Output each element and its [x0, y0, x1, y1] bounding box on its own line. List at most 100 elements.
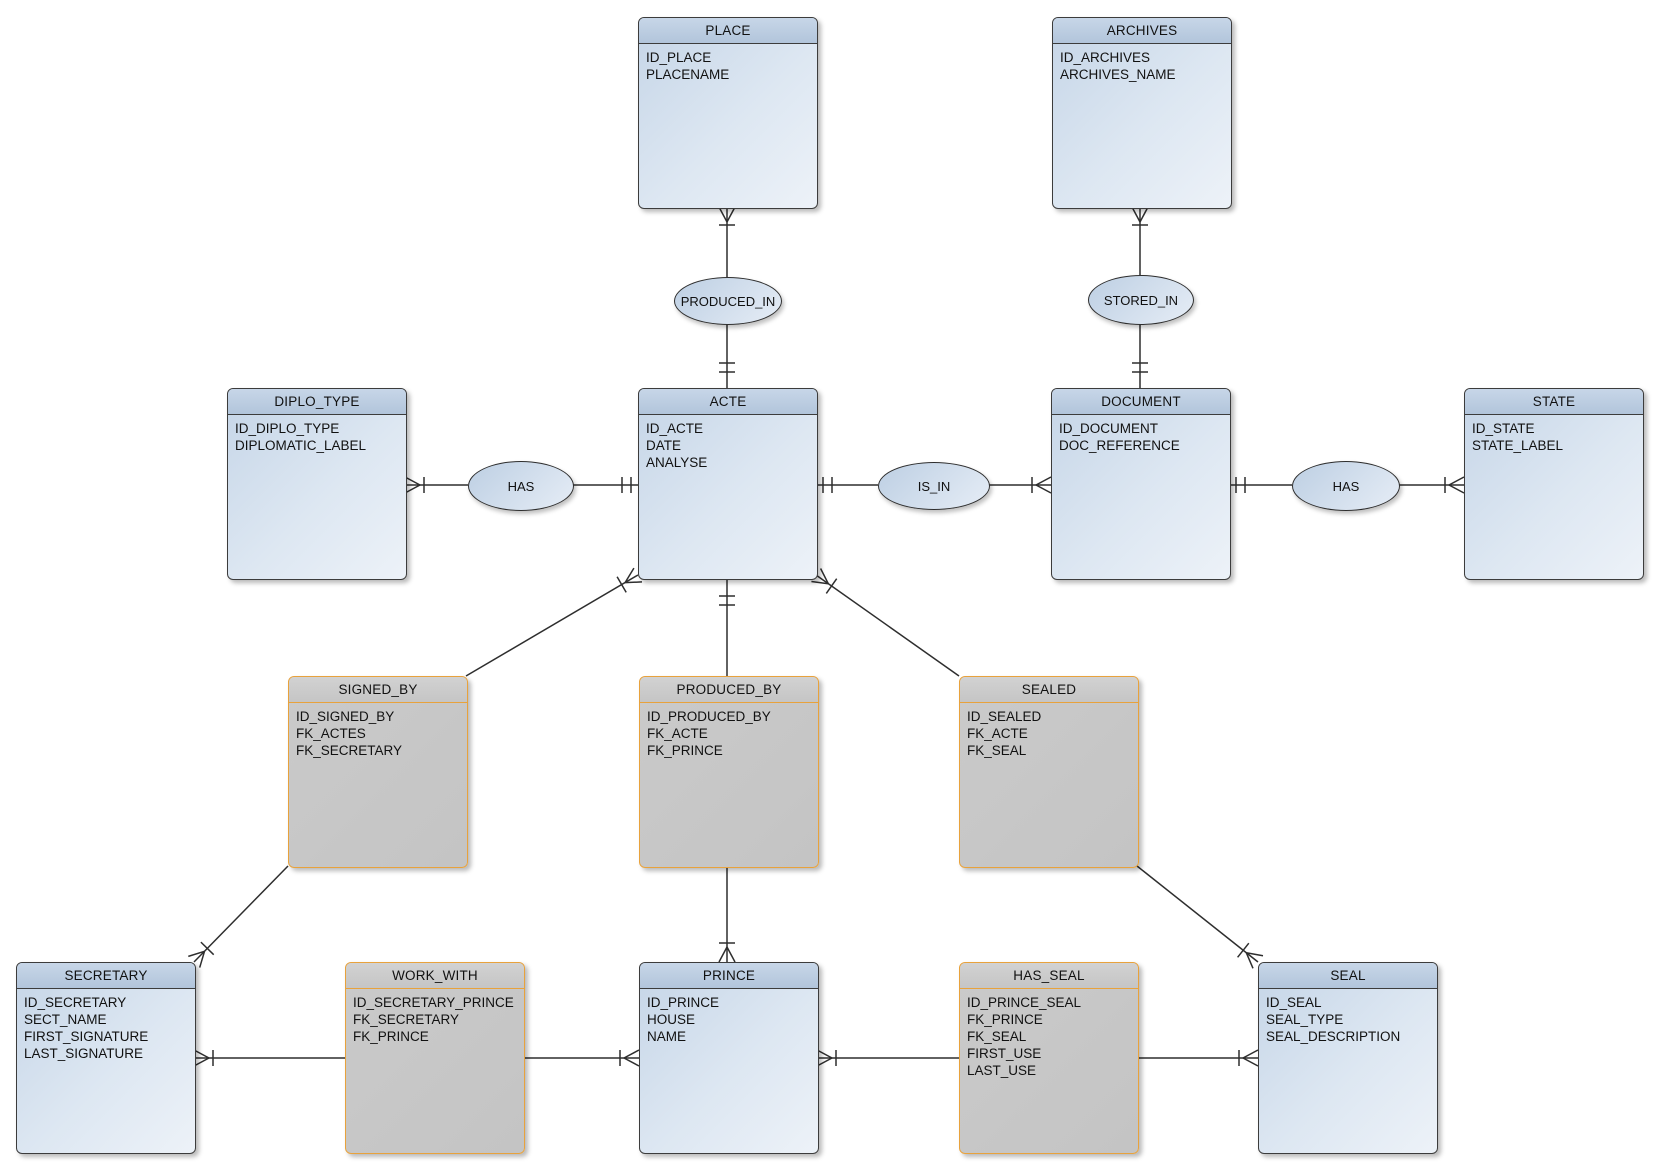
- entity-document[interactable]: DOCUMENT ID_DOCUMENT DOC_REFERENCE: [1051, 388, 1231, 580]
- entity-field: FK_PRINCE: [353, 1029, 429, 1044]
- entity-field: NAME: [647, 1029, 687, 1044]
- relationship-label: PRODUCED_IN: [680, 293, 776, 309]
- entity-field: FK_PRINCE: [647, 743, 723, 758]
- entity-field: FK_PRINCE: [967, 1012, 1043, 1027]
- entity-fields: ID_ACTE DATE ANALYSE: [639, 415, 817, 579]
- entity-field: FIRST_SIGNATURE: [24, 1029, 149, 1044]
- relationship-is-in[interactable]: IS_IN: [878, 462, 990, 510]
- entity-title: ACTE: [639, 389, 817, 415]
- entity-title: DIPLO_TYPE: [228, 389, 406, 415]
- entity-field: DATE: [646, 438, 682, 453]
- connector-prince-has-seal: [816, 1049, 959, 1067]
- entity-fields: ID_PRINCE_SEAL FK_PRINCE FK_SEAL FIRST_U…: [960, 989, 1138, 1153]
- entity-field: STATE_LABEL: [1472, 438, 1564, 453]
- entity-title: DOCUMENT: [1052, 389, 1230, 415]
- entity-fields: ID_SIGNED_BY FK_ACTES FK_SECRETARY: [289, 703, 467, 867]
- entity-field: PLACENAME: [646, 67, 730, 82]
- entity-title: SEALED: [960, 677, 1138, 703]
- relationship-label: IS_IN: [917, 478, 951, 494]
- connector-produced-by-prince: [718, 866, 736, 963]
- connector-archives-stored-in: [1131, 206, 1149, 275]
- association-signed-by[interactable]: SIGNED_BY ID_SIGNED_BY FK_ACTES FK_SECRE…: [288, 676, 468, 868]
- relationship-has-state[interactable]: HAS: [1292, 461, 1400, 511]
- entity-field: SEAL_TYPE: [1266, 1012, 1344, 1027]
- entity-place[interactable]: PLACE ID_PLACE PLACENAME: [638, 17, 818, 209]
- connector-diplo-type-has: [404, 476, 468, 494]
- entity-fields: ID_DIPLO_TYPE DIPLOMATIC_LABEL: [228, 415, 406, 579]
- entity-field: ARCHIVES_NAME: [1060, 67, 1176, 82]
- entity-title: PRINCE: [640, 963, 818, 989]
- connector-secretary-work-with: [193, 1049, 345, 1067]
- entity-fields: ID_STATE STATE_LABEL: [1465, 415, 1643, 579]
- entity-title: STATE: [1465, 389, 1643, 415]
- entity-field: ID_PRODUCED_BY: [647, 709, 771, 724]
- entity-fields: ID_PRINCE HOUSE NAME: [640, 989, 818, 1153]
- entity-field: DIPLOMATIC_LABEL: [235, 438, 367, 453]
- entity-fields: ID_SEALED FK_ACTE FK_SEAL: [960, 703, 1138, 867]
- connector-produced-in-acte: [719, 323, 735, 388]
- connector-stored-in-document: [1132, 323, 1148, 388]
- entity-field: FK_SEAL: [967, 743, 1027, 758]
- relationship-label: STORED_IN: [1103, 292, 1179, 308]
- entity-field: ID_SECRETARY_PRINCE: [353, 995, 514, 1010]
- entity-archives[interactable]: ARCHIVES ID_ARCHIVES ARCHIVES_NAME: [1052, 17, 1232, 209]
- connector-document-has: [1229, 477, 1292, 493]
- entity-field: ANALYSE: [646, 455, 708, 470]
- entity-field: ID_DOCUMENT: [1059, 421, 1159, 436]
- entity-title: SEAL: [1259, 963, 1437, 989]
- entity-field: HOUSE: [647, 1012, 696, 1027]
- entity-field: FK_SECRETARY: [296, 743, 403, 758]
- entity-title: HAS_SEAL: [960, 963, 1138, 989]
- entity-field: ID_STATE: [1472, 421, 1535, 436]
- entity-field: FK_ACTE: [647, 726, 708, 741]
- entity-fields: ID_PRODUCED_BY FK_ACTE FK_PRINCE: [640, 703, 818, 867]
- entity-field: ID_SEAL: [1266, 995, 1322, 1010]
- relationship-has-diplo-type[interactable]: HAS: [468, 461, 574, 511]
- entity-field: FK_ACTE: [967, 726, 1028, 741]
- connector-sealed-seal: [1136, 865, 1264, 969]
- entity-field: ID_DIPLO_TYPE: [235, 421, 340, 436]
- entity-fields: ID_DOCUMENT DOC_REFERENCE: [1052, 415, 1230, 579]
- entity-field: ID_ACTE: [646, 421, 704, 436]
- connector-has-acte: [572, 477, 638, 493]
- entity-title: PRODUCED_BY: [640, 677, 818, 703]
- entity-field: ID_SIGNED_BY: [296, 709, 395, 724]
- entity-state[interactable]: STATE ID_STATE STATE_LABEL: [1464, 388, 1644, 580]
- connector-acte-produced-by: [719, 578, 735, 676]
- connector-has-seal-seal: [1137, 1049, 1259, 1067]
- entity-field: ID_PLACE: [646, 50, 712, 65]
- relationship-stored-in[interactable]: STORED_IN: [1088, 275, 1194, 325]
- relationship-produced-in[interactable]: PRODUCED_IN: [674, 277, 782, 325]
- entity-field: DOC_REFERENCE: [1059, 438, 1180, 453]
- entity-field: FK_SEAL: [967, 1029, 1027, 1044]
- connector-signed-by-secretary: [188, 865, 289, 968]
- association-work-with[interactable]: WORK_WITH ID_SECRETARY_PRINCE FK_SECRETA…: [345, 962, 525, 1154]
- association-produced-by[interactable]: PRODUCED_BY ID_PRODUCED_BY FK_ACTE FK_PR…: [639, 676, 819, 868]
- connector-place-produced-in: [718, 206, 736, 277]
- entity-field: FIRST_USE: [967, 1046, 1042, 1061]
- entity-fields: ID_SECRETARY SECT_NAME FIRST_SIGNATURE L…: [17, 989, 195, 1153]
- connector-acte-signed-by: [465, 567, 643, 677]
- connector-acte-sealed: [811, 568, 960, 677]
- entity-field: ID_ARCHIVES: [1060, 50, 1151, 65]
- entity-field: FK_ACTES: [296, 726, 366, 741]
- entity-field: LAST_SIGNATURE: [24, 1046, 144, 1061]
- connector-has-state: [1398, 476, 1465, 494]
- entity-fields: ID_PLACE PLACENAME: [639, 44, 817, 208]
- connector-work-with-prince: [523, 1049, 640, 1067]
- entity-diplo-type[interactable]: DIPLO_TYPE ID_DIPLO_TYPE DIPLOMATIC_LABE…: [227, 388, 407, 580]
- entity-title: SIGNED_BY: [289, 677, 467, 703]
- association-sealed[interactable]: SEALED ID_SEALED FK_ACTE FK_SEAL: [959, 676, 1139, 868]
- entity-field: ID_PRINCE: [647, 995, 720, 1010]
- entity-secretary[interactable]: SECRETARY ID_SECRETARY SECT_NAME FIRST_S…: [16, 962, 196, 1154]
- entity-field: ID_SEALED: [967, 709, 1042, 724]
- connector-acte-is-in: [816, 477, 878, 493]
- entity-acte[interactable]: ACTE ID_ACTE DATE ANALYSE: [638, 388, 818, 580]
- entity-field: SECT_NAME: [24, 1012, 107, 1027]
- entity-field: ID_PRINCE_SEAL: [967, 995, 1082, 1010]
- entity-prince[interactable]: PRINCE ID_PRINCE HOUSE NAME: [639, 962, 819, 1154]
- association-has-seal[interactable]: HAS_SEAL ID_PRINCE_SEAL FK_PRINCE FK_SEA…: [959, 962, 1139, 1154]
- entity-fields: ID_ARCHIVES ARCHIVES_NAME: [1053, 44, 1231, 208]
- entity-seal[interactable]: SEAL ID_SEAL SEAL_TYPE SEAL_DESCRIPTION: [1258, 962, 1438, 1154]
